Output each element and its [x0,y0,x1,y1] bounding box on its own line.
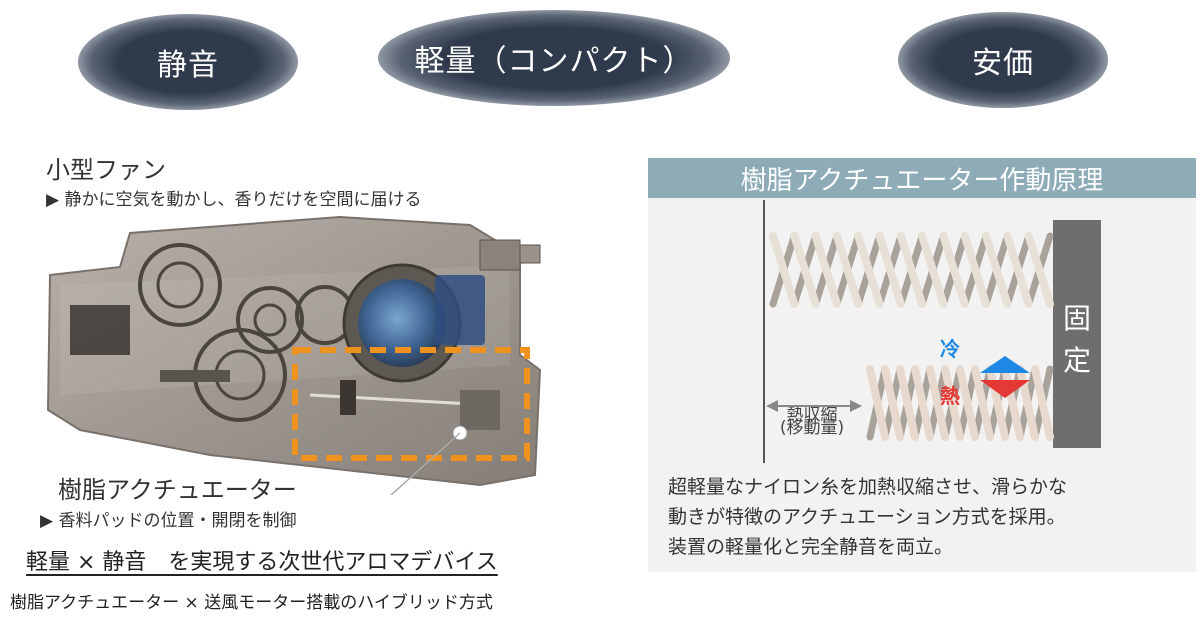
coil-front [956,365,979,441]
spring-diagram: 固 定 冷 熱 熱収縮 (移動量) [763,200,1101,463]
coil-front [854,232,884,308]
coil-front [986,365,1009,441]
coil-front [881,365,904,441]
coil-front [896,232,927,308]
actuator-highlight-box [292,347,530,461]
description-line-2: 動きが特徴のアクチュエーション方式を採用。 [668,506,1066,528]
spring-heated [866,365,1054,441]
principle-description: 超軽量なナイロン糸を加熱収縮させ、滑らかな 動きが特徴のアクチュエーション方式を… [668,472,1188,562]
headline: 軽量 × 静音 を実現する次世代アロマデバイス [26,550,498,575]
device-illustration [46,215,542,495]
feature-quiet: 静音 [78,14,298,110]
fixed-block [1053,220,1101,448]
coil-front [926,365,949,441]
coil-front [982,232,1012,308]
subline: 樹脂アクチュエーター × 送風モーター搭載のハイブリッド方式 [10,593,493,613]
actuator-description: ▶ 香料パッドの位置・開閉を制御 [40,511,297,531]
feature-light-label: 軽量（コンパクト） [414,44,694,79]
actuator-title: 樹脂アクチュエーター [58,476,297,504]
coil-front [875,232,905,308]
coil-front [896,365,919,441]
fan-description: ▶ 静かに空気を動かし、香りだけを空間に届ける [46,190,422,210]
coil-front [939,232,969,308]
feature-quiet-label: 静音 [157,48,219,83]
cold-arrow-icon [980,356,1030,373]
cold-label: 冷 [940,337,960,361]
coil-front [832,232,863,308]
fixed-label-2: 定 [1063,344,1091,377]
coil-front [1024,232,1054,308]
callout-line [389,432,461,495]
coil-front [918,232,948,308]
principle-panel: 樹脂アクチュエーター作動原理 固 定 冷 熱 熱収縮 (移動量) 超軽量なナイロ… [648,158,1196,572]
coil-front [911,365,934,441]
spring-cold [769,232,1054,308]
fixed-label-1: 固 [1063,302,1091,335]
coil-front [1001,365,1024,441]
coil-front [971,365,994,441]
arrow-left-icon [766,400,778,412]
coil-front [1031,365,1054,441]
coil-front [866,365,889,441]
feature-cheap-label: 安価 [972,46,1034,81]
coil-front [941,365,964,441]
coil-front [1016,365,1039,441]
shrink-label: 熱収縮 [787,405,838,425]
coil-front [811,232,841,308]
feature-light: 軽量（コンパクト） [378,10,730,106]
coil-front [1003,232,1033,308]
feature-cheap: 安価 [898,12,1108,108]
coil-front [769,232,799,308]
coil-front [960,232,991,308]
fan-title: 小型ファン [46,156,166,184]
panel-title: 樹脂アクチュエーター作動原理 [648,158,1196,198]
shrink-sub-label: (移動量) [780,418,844,438]
heat-label: 熱 [940,384,960,408]
arrow-right-icon [850,400,862,412]
actuator-parts [70,305,500,430]
coil-front [790,232,820,308]
description-line-3: 装置の軽量化と完全静音を両立。 [668,536,954,558]
description-line-1: 超軽量なナイロン糸を加熱収縮させ、滑らかな [668,476,1068,498]
heat-arrow-icon [980,380,1030,398]
